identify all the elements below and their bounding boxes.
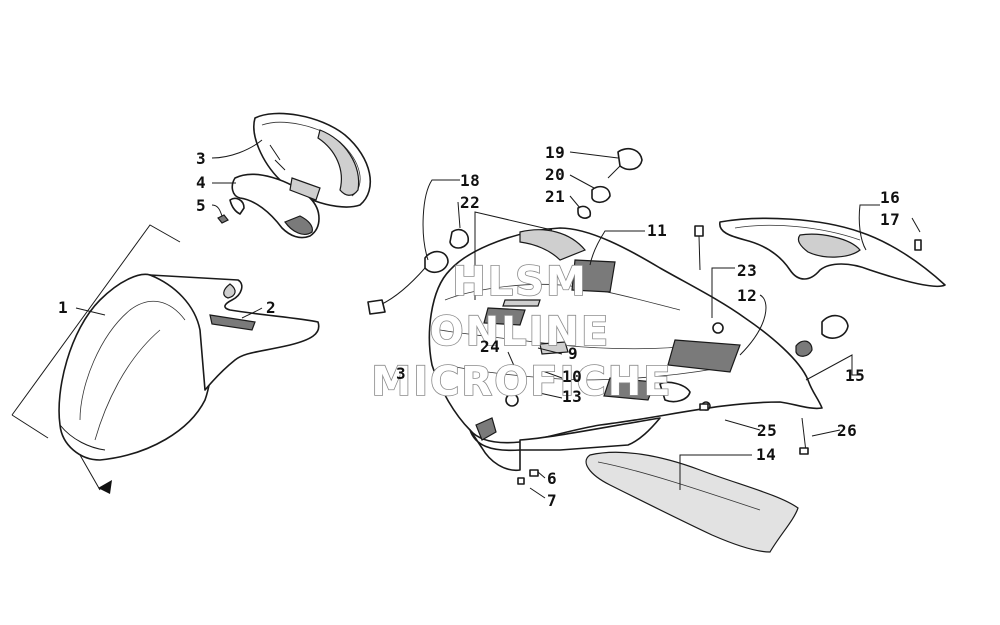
direction-arrow-icon <box>98 480 112 494</box>
part-25-bolt <box>694 225 704 271</box>
watermark-line-1: HLSM <box>452 259 588 305</box>
part-1-front-cover <box>58 273 213 461</box>
part-21-key <box>577 147 643 219</box>
callout-25: 23 <box>737 261 757 280</box>
watermark-line-3: MICROFICHE <box>371 359 672 405</box>
callout-10: 10 <box>562 367 582 386</box>
callout-23: 21 <box>545 187 565 206</box>
part-14-floor-mat <box>585 451 799 553</box>
callout-2: 2 <box>266 298 276 317</box>
callout-12: 12 <box>737 286 757 305</box>
callout-6: 6 <box>547 469 557 488</box>
watermark: HLSM ONLINE MICROFICHE <box>371 258 672 406</box>
callout-24: 22 <box>460 193 480 212</box>
callout-14: 14 <box>756 445 776 464</box>
callout-15: 15 <box>845 366 865 385</box>
part-2-side-panel <box>149 274 320 391</box>
callout-20: 18 <box>460 171 480 190</box>
callout-4: 4 <box>196 173 206 192</box>
part-1-bracket-lines <box>11 224 181 494</box>
part-20-wire-harness <box>367 228 470 315</box>
callout-1: 1 <box>58 298 68 317</box>
callout-19: 17 <box>880 210 900 229</box>
part-4-bracket <box>231 173 321 239</box>
watermark-line-2: ONLINE <box>430 309 611 355</box>
callout-18: 16 <box>880 188 900 207</box>
callout-13: 13 <box>562 387 582 406</box>
callout-21: 19 <box>545 143 565 162</box>
callout-5: 5 <box>196 196 206 215</box>
part-3-housing <box>253 112 372 208</box>
part-6-7-screws <box>517 469 539 485</box>
callout-7: 7 <box>547 491 557 510</box>
callout-22: 20 <box>545 165 565 184</box>
callout-9: 9 <box>568 344 578 363</box>
callout-26: 24 <box>480 337 500 356</box>
callout-3a: 3 <box>196 149 206 168</box>
main-console-body <box>428 227 823 472</box>
callout-numbers: 3 4 5 1 2 3 18 22 19 20 21 11 16 17 23 1… <box>58 143 900 510</box>
part-15-knob <box>795 314 849 357</box>
callout-11: 11 <box>647 221 667 240</box>
leader-lines <box>75 139 921 499</box>
part-5-screw <box>217 197 245 224</box>
part-16-17-screws <box>699 403 809 455</box>
callout-17: 26 <box>837 421 857 440</box>
callout-16: 25 <box>757 421 777 440</box>
callout-3b: 3 <box>396 364 406 383</box>
